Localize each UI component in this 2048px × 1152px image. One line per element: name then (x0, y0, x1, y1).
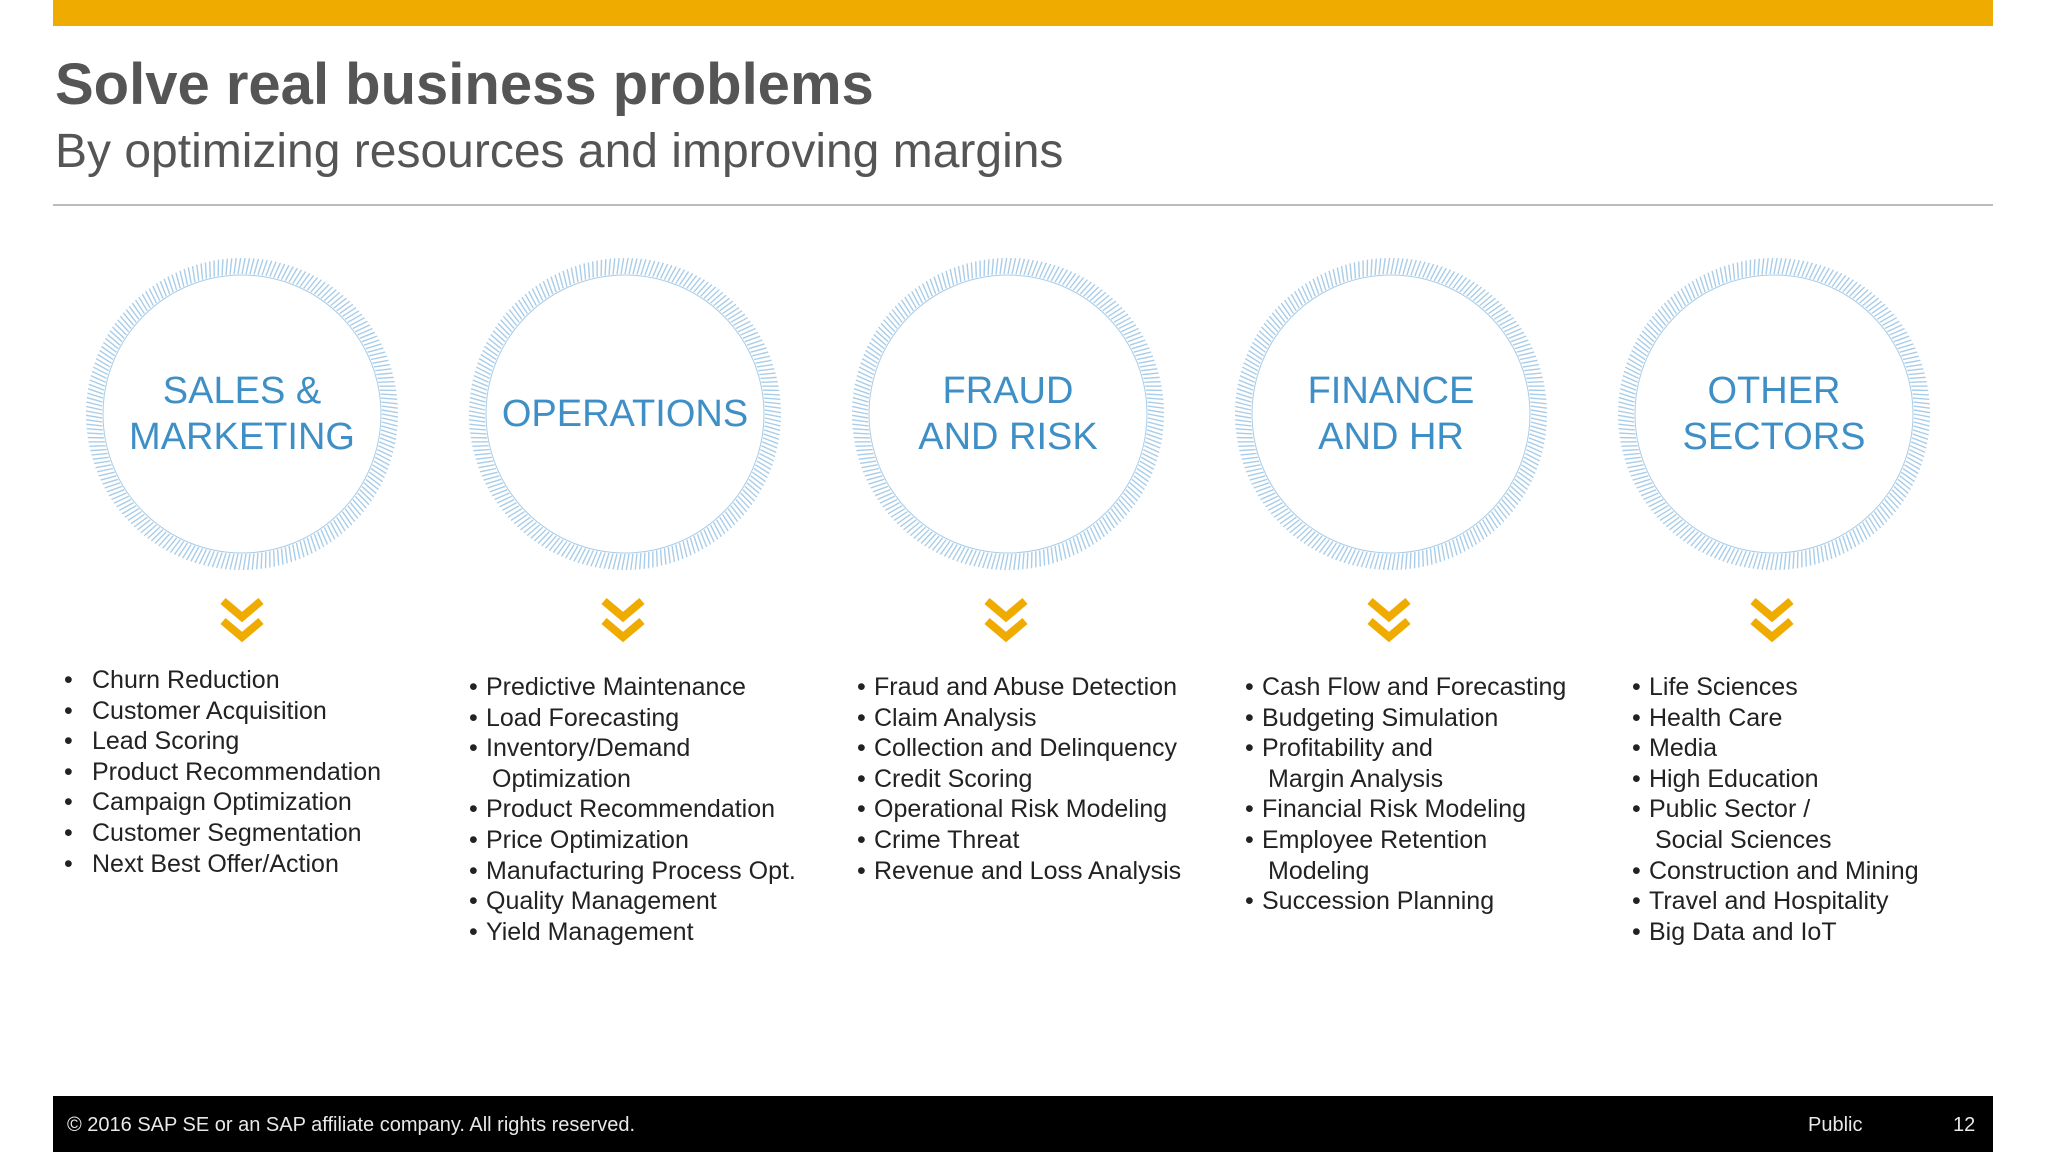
use-case-list-other-sectors: Life Sciences Health Care Media High Edu… (1632, 672, 1919, 948)
category-label-line: SECTORS (1682, 416, 1866, 458)
category-label-line: FINANCE (1307, 370, 1475, 412)
category-circle-fraud-risk: FRAUD AND RISK (850, 256, 1166, 572)
ring-icon (85, 257, 399, 571)
list-item: Credit Scoring (857, 764, 1181, 795)
category-circle-other-sectors: OTHER SECTORS (1616, 256, 1932, 572)
list-item: Profitability and (1245, 733, 1566, 764)
list-item: Media (1632, 733, 1919, 764)
slide-title: Solve real business problems (55, 52, 874, 117)
use-case-list-sales-marketing: Churn Reduction Customer Acquisition Lea… (64, 665, 381, 880)
list-item: Employee Retention (1245, 825, 1566, 856)
category-label: FRAUD AND RISK (850, 256, 1166, 572)
list-item: Churn Reduction (64, 665, 381, 696)
classification-label: Public (1808, 1114, 1863, 1136)
category-label: OPERATIONS (467, 256, 783, 572)
list-item: Campaign Optimization (64, 787, 381, 818)
category-label-line: SALES & (162, 370, 322, 412)
ring-icon (1617, 257, 1931, 571)
double-chevron-down-icon (983, 597, 1029, 645)
list-item: Life Sciences (1632, 672, 1919, 703)
footer-bar: © 2016 SAP SE or an SAP affiliate compan… (53, 1096, 1993, 1152)
header-divider (53, 204, 1993, 206)
list-item: Customer Acquisition (64, 696, 381, 727)
list-item: Big Data and IoT (1632, 917, 1919, 948)
category-circle-sales-marketing: SALES & MARKETING (84, 256, 400, 572)
list-item-continuation: Social Sciences (1655, 825, 1832, 854)
list-item: Load Forecasting (469, 703, 796, 734)
double-chevron-down-icon (1366, 597, 1412, 645)
list-item: Product Recommendation (469, 794, 796, 825)
list-item: Revenue and Loss Analysis (857, 856, 1181, 887)
list-item: Inventory/Demand (469, 733, 796, 764)
list-item: Predictive Maintenance (469, 672, 796, 703)
list-item: Operational Risk Modeling (857, 794, 1181, 825)
list-item: Collection and Delinquency (857, 733, 1181, 764)
page-number: 12 (1953, 1114, 1976, 1136)
list-item: Budgeting Simulation (1245, 703, 1566, 734)
list-item: Product Recommendation (64, 757, 381, 788)
list-item: Price Optimization (469, 825, 796, 856)
double-chevron-down-icon (219, 597, 265, 645)
category-label: OTHER SECTORS (1616, 256, 1932, 572)
list-item: Construction and Mining (1632, 856, 1919, 887)
copyright-text: © 2016 SAP SE or an SAP affiliate compan… (67, 1114, 636, 1136)
ring-icon (1234, 257, 1548, 571)
category-label-line: AND HR (1318, 416, 1464, 458)
category-label: SALES & MARKETING (84, 256, 400, 572)
category-label-line: OPERATIONS (501, 393, 749, 435)
list-item: Yield Management (469, 917, 796, 948)
list-item: Next Best Offer/Action (64, 849, 381, 880)
category-label: FINANCE AND HR (1233, 256, 1549, 572)
use-case-list-fraud-risk: Fraud and Abuse Detection Claim Analysis… (857, 672, 1181, 887)
category-label-line: AND RISK (918, 416, 1098, 458)
category-label-line: MARKETING (129, 416, 355, 458)
category-circle-operations: OPERATIONS (467, 256, 783, 572)
list-item: Customer Segmentation (64, 818, 381, 849)
list-item: Travel and Hospitality (1632, 886, 1919, 917)
category-circle-finance-hr: FINANCE AND HR (1233, 256, 1549, 572)
list-item: Manufacturing Process Opt. (469, 856, 796, 887)
list-item: High Education (1632, 764, 1919, 795)
list-item: Crime Threat (857, 825, 1181, 856)
list-item: Succession Planning (1245, 886, 1566, 917)
use-case-list-operations: Predictive Maintenance Load Forecasting … (469, 672, 796, 948)
use-case-list-finance-hr: Cash Flow and Forecasting Budgeting Simu… (1245, 672, 1566, 917)
list-item: Quality Management (469, 886, 796, 917)
list-item: Financial Risk Modeling (1245, 794, 1566, 825)
list-item: Cash Flow and Forecasting (1245, 672, 1566, 703)
category-label-line: OTHER (1707, 370, 1841, 412)
list-item: Lead Scoring (64, 726, 381, 757)
ring-icon (851, 257, 1165, 571)
double-chevron-down-icon (600, 597, 646, 645)
list-item-continuation: Modeling (1268, 856, 1370, 885)
list-item: Public Sector / (1632, 794, 1919, 825)
accent-bar (53, 0, 1993, 26)
list-item: Fraud and Abuse Detection (857, 672, 1181, 703)
list-item: Claim Analysis (857, 703, 1181, 734)
double-chevron-down-icon (1749, 597, 1795, 645)
ring-icon (468, 257, 782, 571)
list-item-continuation: Margin Analysis (1268, 764, 1444, 793)
list-item: Health Care (1632, 703, 1919, 734)
list-item-continuation: Optimization (492, 764, 631, 793)
slide-subtitle: By optimizing resources and improving ma… (55, 125, 1064, 178)
category-label-line: FRAUD (942, 370, 1074, 412)
